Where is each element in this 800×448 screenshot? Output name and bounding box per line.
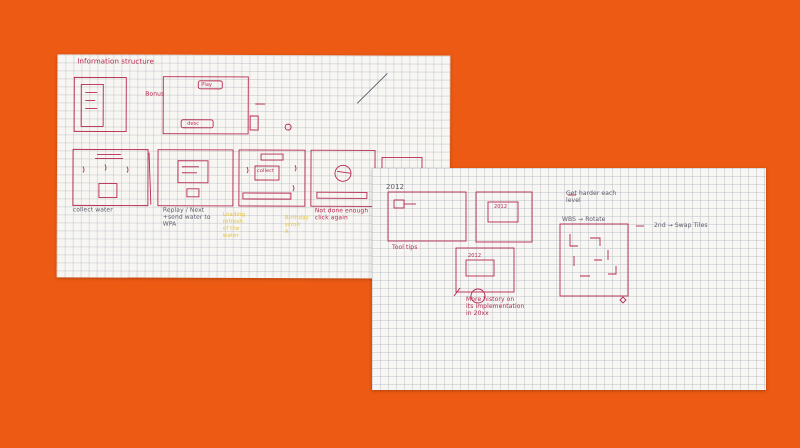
note-swap-tiles: 2nd → Swap Tiles [654, 222, 708, 229]
sheet-heading: Information structure [77, 57, 155, 66]
note-more-history: More history on its implementation in 20… [466, 296, 525, 317]
wireframe-screen [238, 149, 306, 207]
year-label: 2012 [494, 204, 508, 210]
note-collect-water: collect water [72, 206, 113, 214]
wireframe-screen [455, 247, 515, 293]
wireframe-panel [80, 83, 104, 127]
note-wbs-rotate: WBS → Rotate [562, 216, 606, 223]
note-not-done: Not done enough click again [314, 207, 369, 222]
badge-text: Play [201, 81, 213, 88]
note-loading: Loading refresh of the water [222, 211, 246, 239]
year-label: 2012 [386, 183, 405, 191]
wireframe-dot [284, 123, 292, 131]
tile-grid [559, 223, 629, 297]
wireframe-screen [157, 149, 234, 207]
wireframe-screen [72, 148, 149, 207]
note-replay-next: Replay / Next +send water to WPA [162, 206, 211, 228]
note-tool-tips: Tool tips [392, 244, 418, 251]
year-label: 2012 [468, 253, 482, 259]
right-sheet-sketches [387, 191, 644, 304]
badge-text: desc [187, 120, 200, 127]
right-sketch-sheet: 2012 2012 2012 Tool tips More history on… [372, 168, 766, 390]
wireframe-screen [475, 191, 533, 243]
note-birthday: Birthday scroll A [284, 215, 309, 236]
badge-text: collect [256, 168, 275, 175]
badge-text: Bonus [145, 90, 165, 98]
wireframe-screen [162, 76, 249, 135]
wireframe-screen [73, 76, 127, 133]
wireframe-screen [387, 191, 467, 242]
note-get-harder: Get harder each level [566, 190, 617, 204]
